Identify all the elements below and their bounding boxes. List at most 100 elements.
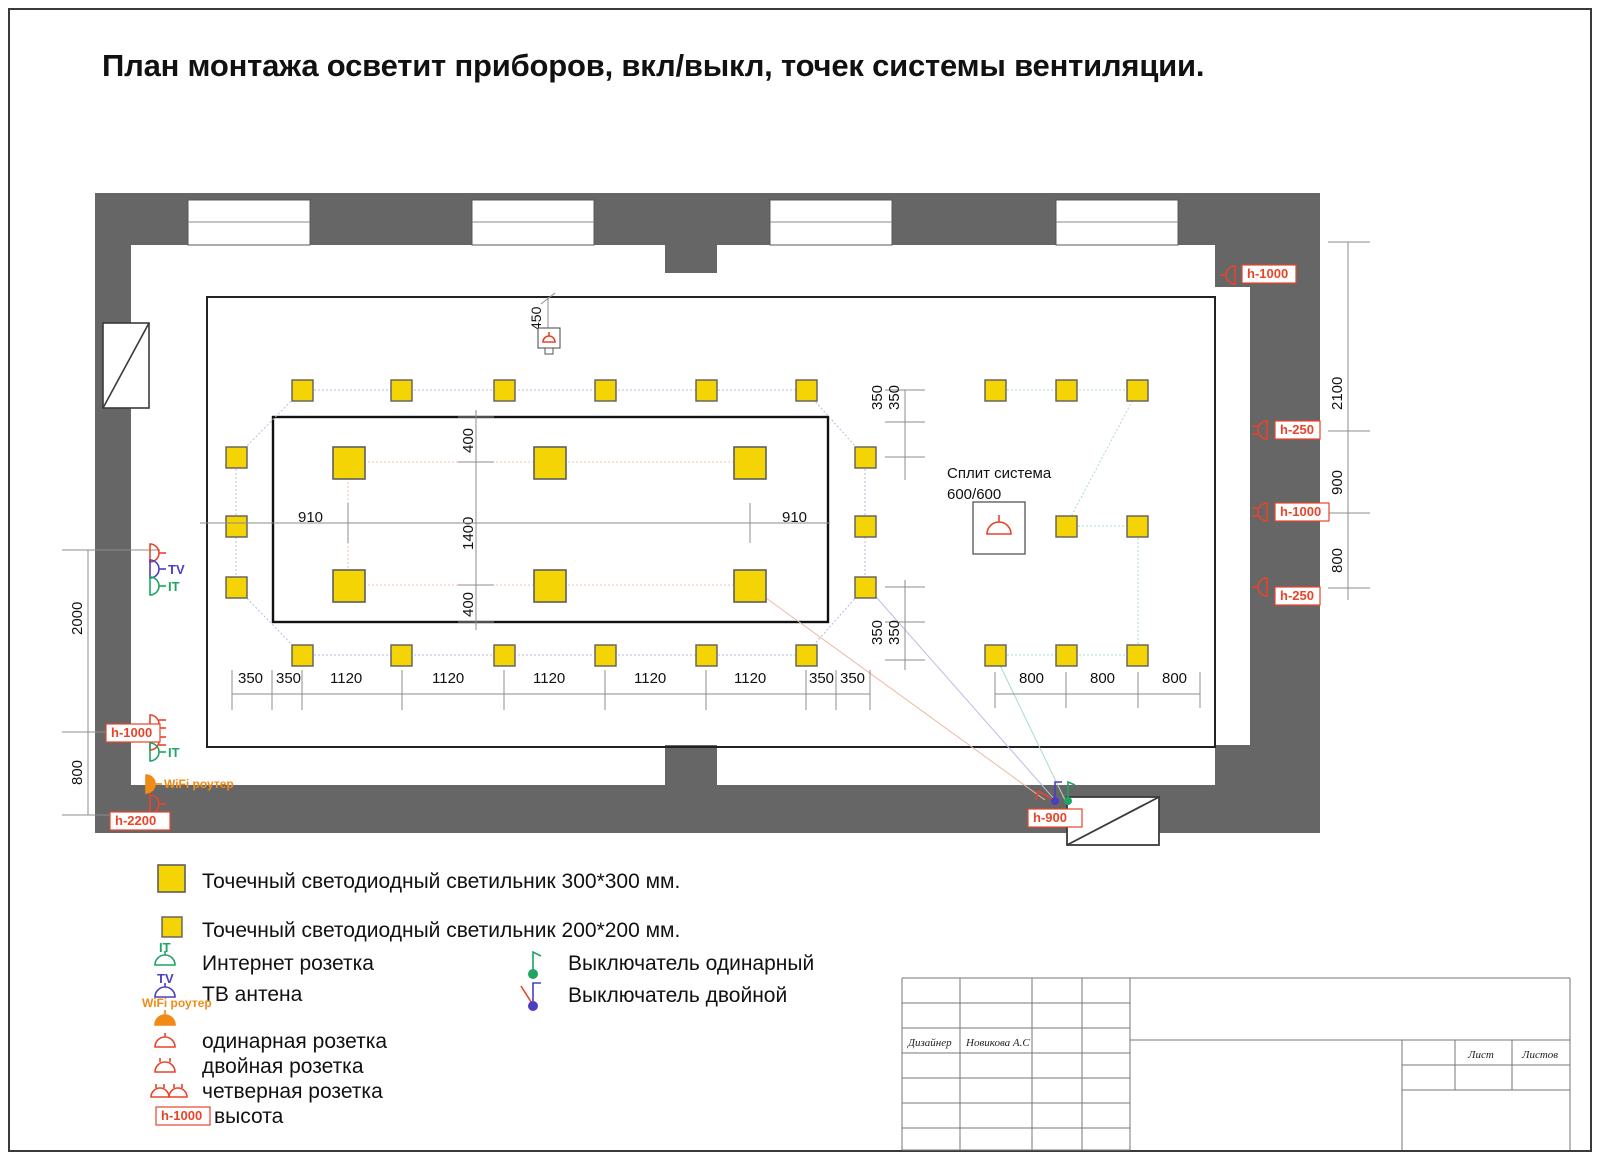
dim-rightgrp-2: 800 (1090, 670, 1115, 687)
dim-bottom-3: 1120 (330, 670, 362, 687)
dim-right-v-3: 350 (886, 620, 903, 645)
lamps-large-inner (332, 446, 767, 603)
it-bottom-label: IT (168, 745, 180, 760)
svg-text:одинарная розетка: одинарная розетка (202, 1030, 387, 1053)
dim-bottom-1: 350 (238, 670, 263, 687)
split-system: Сплит система 600/600 (947, 465, 1052, 555)
legend-item-internet-socket: IT Интернет розетка (154, 940, 374, 975)
left-wall-sockets-bottom: h-1000 IT WiFi роутер h-2200 (105, 714, 234, 831)
dim-bottom-6: 1120 (634, 670, 666, 687)
height-mark-right-2: h-1000 (1252, 502, 1330, 522)
dim-left-1: 2000 (69, 602, 86, 635)
title-block: Дизайнер Новикова А.С Лист Листов (901, 977, 1571, 1151)
legend-item-quad-socket: четверная розетка (150, 1080, 383, 1103)
lamps-right-zone (984, 379, 1149, 667)
dim-farright-3: 800 (1329, 548, 1346, 573)
left-wall-sockets-top: TV IT (149, 543, 185, 596)
svg-text:WiFi роутер: WiFi роутер (142, 996, 212, 1010)
dim-inner-right: 910 (782, 509, 807, 526)
windows-top (187, 199, 1179, 246)
dim-rightgrp-1: 800 (1019, 670, 1044, 687)
lamps-small-left (225, 446, 248, 599)
dim-bottom-2: 350 (276, 670, 301, 687)
legend-item-double-socket: двойная розетка (154, 1055, 364, 1078)
svg-text:IT: IT (159, 940, 171, 955)
height-mark-top-right: h-1000 (1220, 264, 1297, 285)
dim-right-v-2: 350 (869, 385, 886, 410)
dim-farright-1: 2100 (1329, 377, 1346, 410)
lamps-small-bottom (291, 644, 818, 667)
dim-left-2: 800 (69, 760, 86, 785)
designer-name: Новикова А.С (965, 1037, 1030, 1049)
svg-text:h-1000: h-1000 (1280, 504, 1321, 519)
dim-bottom-7: 1120 (734, 670, 766, 687)
lamps-small-right (854, 446, 877, 599)
tv-label: TV (168, 562, 185, 577)
wifi-router-label: WiFi роутер (164, 777, 234, 791)
sheet-label: Лист (1467, 1049, 1494, 1061)
height-mark-left-bottom: h-2200 (115, 813, 156, 828)
walls (95, 193, 1320, 833)
door-left (102, 322, 150, 409)
vent-point: 450 (528, 292, 561, 355)
dim-chain-right-group: 800 800 800 (994, 670, 1201, 708)
dim-right-vertical: 350 350 350 350 (869, 385, 925, 670)
svg-text:двойная розетка: двойная розетка (202, 1055, 364, 1078)
dim-inner-left: 910 (298, 509, 323, 526)
inner-outline (271, 415, 830, 624)
svg-text:TV: TV (157, 971, 174, 986)
dim-chain-bottom: 350 350 1120 1120 1120 1120 1120 350 350 (231, 670, 871, 710)
svg-text:Точечный светодиодный светильн: Точечный светодиодный светильник 200*200… (202, 919, 680, 942)
floor-plan: Сплит система 600/600 450 (62, 193, 1370, 846)
it-top-label: IT (168, 579, 180, 594)
dim-bottom-8: 350 (809, 670, 834, 687)
legend-item-wifi-router: WiFi роутер (142, 996, 212, 1026)
split-system-label: Сплит система (947, 465, 1052, 482)
svg-text:Интернет розетка: Интернет розетка (202, 952, 374, 975)
dim-inner-top: 400 (460, 428, 477, 453)
drawing-sheet: План монтажа осветит приборов, вкл/выкл,… (8, 8, 1592, 1152)
ceiling-outline (206, 296, 1216, 748)
height-mark-left: h-1000 (111, 725, 152, 740)
dim-rightgrp-3: 800 (1162, 670, 1187, 687)
dim-right-v-4: 350 (869, 620, 886, 645)
svg-text:h-1000: h-1000 (1247, 266, 1288, 281)
legend: Точечный светодиодный светильник 300*300… (142, 864, 814, 1128)
svg-text:четверная розетка: четверная розетка (202, 1080, 383, 1103)
svg-text:h-250: h-250 (1280, 588, 1314, 603)
svg-text:Точечный светодиодный светильн: Точечный светодиодный светильник 300*300… (202, 870, 680, 893)
legend-item-lamp-300: Точечный светодиодный светильник 300*300… (157, 864, 680, 893)
dim-right-v-1: 350 (886, 385, 903, 410)
split-system-size: 600/600 (947, 486, 1001, 503)
legend-item-switch-double: Выключатель двойной (520, 982, 787, 1011)
dim-inner-bottom: 400 (460, 592, 477, 617)
dim-farright-2: 900 (1329, 470, 1346, 495)
title-block-grid (901, 977, 1571, 1151)
height-mark-right-3: h-250 (1252, 577, 1321, 606)
legend-item-lamp-200: Точечный светодиодный светильник 200*200… (161, 916, 680, 942)
door-switch-group: h-900 (1027, 780, 1083, 828)
svg-text:h-250: h-250 (1280, 422, 1314, 437)
svg-text:ТВ антена: ТВ антена (202, 983, 303, 1006)
legend-item-switch-single: Выключатель одинарный (528, 950, 814, 979)
legend-item-tv-antenna: TV ТВ антена (154, 971, 303, 1006)
designer-role: Дизайнер (907, 1037, 952, 1049)
svg-text:Выключатель двойной: Выключатель двойной (568, 984, 787, 1007)
dim-bottom-4: 1120 (432, 670, 464, 687)
dim-inner-vertical: 400 1400 400 910 910 (200, 410, 830, 630)
dim-far-right: 2100 900 800 (1328, 241, 1370, 600)
svg-text:h-1000: h-1000 (161, 1108, 202, 1123)
legend-item-single-socket: одинарная розетка (154, 1030, 387, 1053)
legend-item-height: h-1000 высота (155, 1105, 284, 1128)
dim-bottom-9: 350 (840, 670, 865, 687)
sheets-total-label: Листов (1521, 1049, 1558, 1061)
dim-bottom-5: 1120 (533, 670, 565, 687)
vent-dim-label: 450 (528, 306, 544, 330)
dim-inner-mid: 1400 (460, 517, 477, 550)
wiring (235, 389, 1139, 801)
lamps-small-top (291, 379, 818, 402)
page-title: План монтажа осветит приборов, вкл/выкл,… (102, 48, 1205, 83)
height-mark-right-1: h-250 (1252, 420, 1321, 440)
height-mark-door: h-900 (1033, 810, 1067, 825)
svg-text:Выключатель одинарный: Выключатель одинарный (568, 952, 814, 975)
